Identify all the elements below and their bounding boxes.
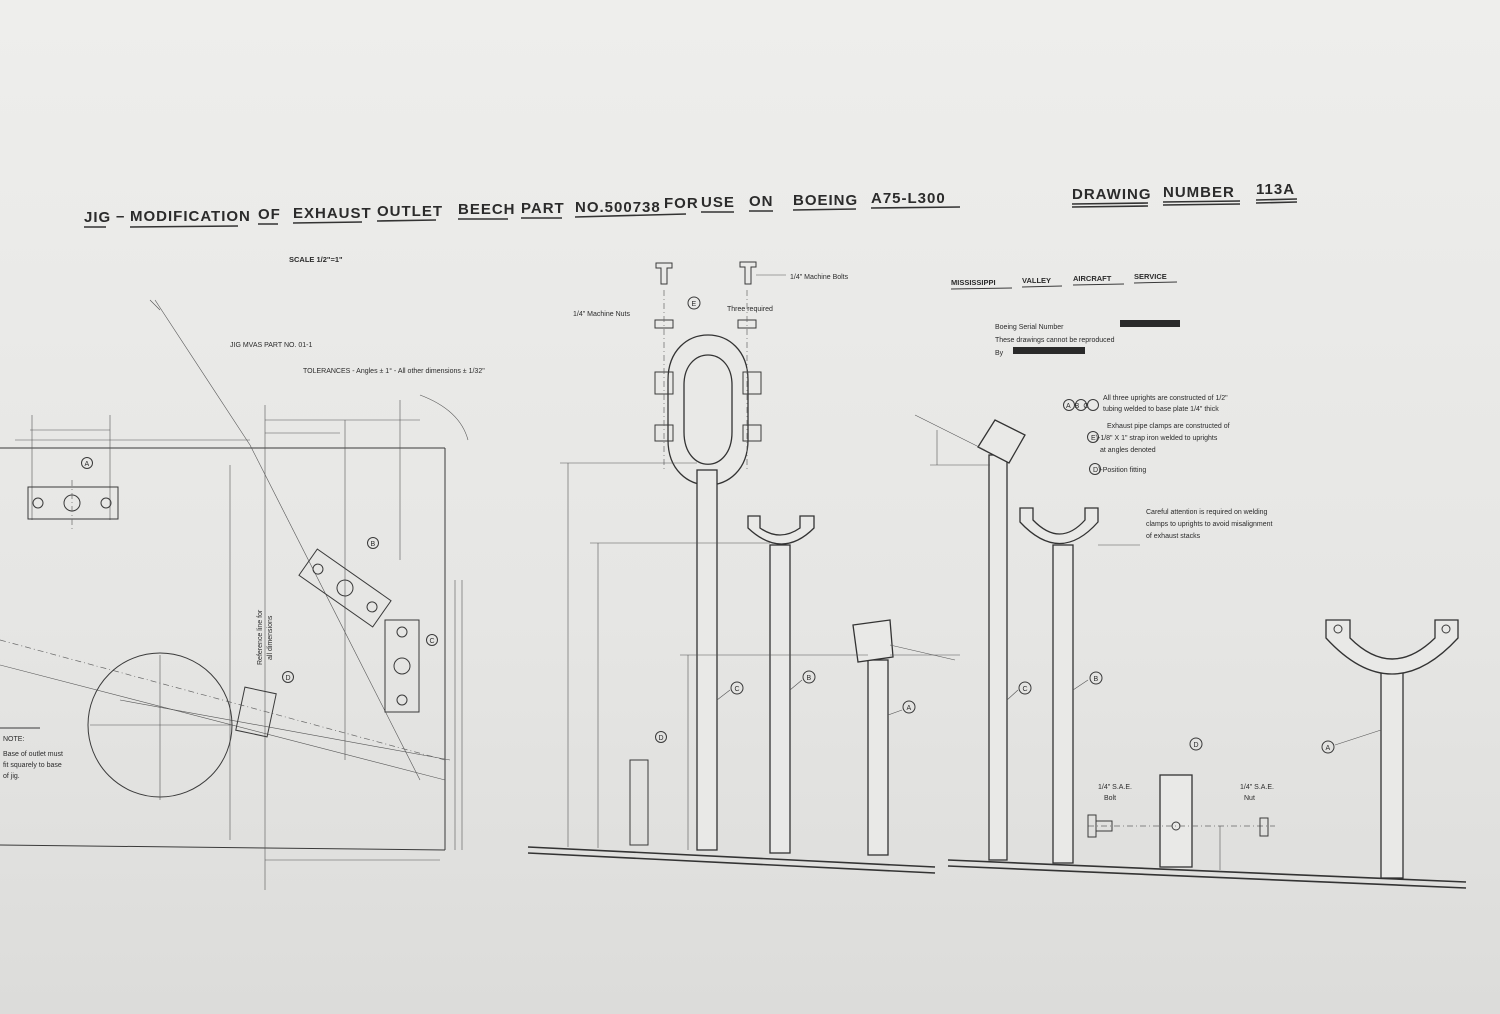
callout-b-elev1: B [807, 675, 812, 682]
upright-c [696, 469, 718, 851]
position-fitting-d [1159, 774, 1193, 868]
title-of: OF [258, 206, 281, 223]
number-label: NUMBER [1163, 184, 1235, 201]
company-valley: VALLEY [1022, 276, 1051, 285]
title-jig: JIG [84, 209, 111, 226]
reference-line1: Reference line for [257, 609, 264, 665]
bolt-icon [655, 262, 673, 285]
upright-a [867, 659, 889, 856]
elevation-view-1: C B A D [527, 462, 960, 874]
note-line2: fit squarely to base [3, 762, 62, 769]
upright-b [769, 544, 791, 854]
title-part: PART [521, 200, 565, 217]
note-abc-line1: All three uprights are constructed of 1/… [1103, 395, 1228, 402]
elevation-view-2: D 1/4" S.A.E. Bolt 1/4" S.A.E. Nut C B A [914, 414, 1467, 889]
fitting-d-elev [629, 759, 649, 846]
drawing-number-value: 113A [1256, 181, 1295, 198]
plan-view: NOTE: Base of outlet must fit squarely t… [0, 299, 469, 890]
note-line3: of jig. [3, 773, 20, 780]
fitting-b-plan [298, 548, 392, 628]
note-abc-line2: tubing welded to base plate 1/4" thick [1103, 406, 1219, 413]
sae-bolt-label1: 1/4" S.A.E. [1098, 784, 1132, 791]
title-modification: MODIFICATION [130, 208, 251, 225]
drawing-label: DRAWING [1072, 186, 1152, 203]
sae-nut-label2: Nut [1244, 795, 1255, 802]
title-outlet: OUTLET [377, 203, 443, 220]
company-service: SERVICE [1134, 272, 1167, 281]
fitting-d-plan [235, 686, 277, 738]
scale-label: SCALE 1/2"=1" [289, 255, 343, 264]
note-d-line: D)-Position fitting [1093, 467, 1146, 474]
machine-bolts-label: 1/4" Machine Bolts [790, 274, 849, 281]
callout-a-plan: A [85, 461, 90, 468]
note-e-line0: Exhaust pipe clamps are constructed of [1107, 423, 1230, 430]
company-aircraft: AIRCRAFT [1073, 274, 1112, 283]
title-for: FOR [664, 195, 699, 212]
title-boeing: BOEING [793, 192, 858, 209]
fitting-a-plan [27, 480, 119, 530]
note-box: NOTE: Base of outlet must fit squarely t… [0, 727, 63, 780]
not-reproduced-label: These drawings cannot be reproduced [995, 337, 1115, 344]
jig-part-label: JIG MVAS PART NO. 01-1 [230, 342, 312, 349]
boeing-serial-label: Boeing Serial Number [995, 324, 1064, 331]
callout-a-elev2: A [1326, 745, 1331, 752]
callout-b-plan: B [371, 541, 376, 548]
note-careful3: of exhaust stacks [1146, 533, 1201, 540]
upright-a-2 [1380, 659, 1404, 879]
bolt-icon-2 [739, 261, 757, 285]
note-line1: Base of outlet must [3, 751, 63, 758]
callout-b-elev2: B [1094, 676, 1099, 683]
fitting-c-plan [384, 619, 420, 713]
title-beech: BEECH [458, 201, 516, 218]
sae-nut-icon [1259, 817, 1269, 837]
upright-b-2 [1052, 544, 1074, 864]
machine-nuts-label: 1/4" Machine Nuts [573, 311, 630, 318]
plan-callouts: A B C D [81, 457, 438, 683]
upright-c-2 [988, 454, 1008, 861]
callout-d-plan: D [286, 675, 291, 682]
title-use: USE [701, 194, 735, 211]
callout-abc: ABC [1066, 403, 1092, 410]
note-careful2: clamps to uprights to avoid misalignment [1146, 521, 1273, 528]
callout-d-elev1: D [659, 735, 664, 742]
callout-d-elev2: D [1194, 742, 1199, 749]
callout-c-elev2: C [1023, 686, 1028, 693]
title-part-no: NO.500738 [575, 199, 661, 216]
note-heading: NOTE: [3, 736, 24, 743]
sae-bolt-label2: Bolt [1104, 795, 1116, 802]
sae-nut-label1: 1/4" S.A.E. [1240, 784, 1274, 791]
note-careful1: Careful attention is required on welding [1146, 509, 1268, 516]
callout-a-elev1: A [907, 705, 912, 712]
by-redaction [1013, 347, 1085, 354]
title-on: ON [749, 193, 774, 210]
company-block: MISSISSIPPI VALLEY AIRCRAFT SERVICE Boei… [950, 272, 1180, 357]
serial-redaction [1120, 320, 1180, 327]
callout-c-plan: C [430, 638, 435, 645]
title-model: A75-L300 [871, 190, 946, 207]
tolerances-label: TOLERANCES - Angles ± 1° - All other dim… [303, 367, 485, 375]
title-block: JIG – MODIFICATION OF EXHAUST OUTLET BEE… [84, 181, 1298, 228]
note-e-line2: at angles denoted [1100, 447, 1156, 454]
notes-block: ABC All three uprights are constructed o… [1063, 395, 1273, 540]
title-exhaust: EXHAUST [293, 205, 372, 222]
title-dash: – [116, 208, 125, 225]
three-required-label: Three required [727, 306, 773, 313]
reference-line2: all dimensions [267, 615, 274, 660]
note-e-line1: E)-1/8" X 1" strap iron welded to uprigh… [1091, 435, 1218, 442]
clamp-detail: 1/4" Machine Bolts 1/4" Machine Nuts Thr… [573, 261, 849, 486]
by-label: By [995, 350, 1004, 357]
callout-c-elev1: C [735, 686, 740, 693]
company-mississippi: MISSISSIPPI [951, 278, 996, 287]
callout-e-top: E [692, 301, 697, 308]
